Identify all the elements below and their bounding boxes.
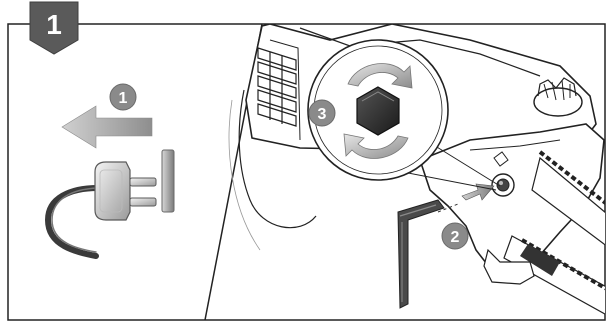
callout-1-label: 1	[119, 90, 128, 107]
callout-3: 3	[309, 100, 335, 126]
step-number: 1	[46, 9, 62, 40]
socket-icon	[162, 150, 174, 212]
vent-grille	[258, 48, 296, 126]
callout-3-label: 3	[318, 106, 327, 123]
callout-2-label: 2	[451, 229, 460, 246]
callout-2: 2	[442, 223, 468, 249]
callout-1: 1	[110, 84, 136, 110]
